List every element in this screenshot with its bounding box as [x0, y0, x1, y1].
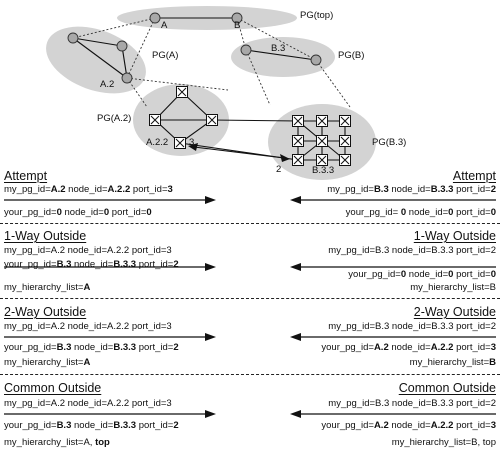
oneway-arrow-left [290, 263, 496, 271]
pg-a-ellipse [46, 26, 146, 94]
node-b3 [310, 54, 322, 66]
separator-1 [0, 223, 500, 224]
label-pg-a2: PG(A.2) [97, 113, 132, 124]
switch-b35 [292, 135, 304, 147]
stage-attempt-title-left: Attempt [4, 169, 48, 183]
hierarchy-links [72, 17, 351, 108]
separator-2 [0, 298, 500, 299]
twoway-left-your-ids: your_pg_id=B.3 node_id=B.3.3 port_id=2 [4, 342, 179, 353]
label-node-a: A [161, 20, 168, 31]
oneway-arrow-right [4, 263, 216, 271]
label-pg-top: PG(top) [300, 10, 334, 21]
switch-b39 [339, 154, 351, 166]
twoway-right-your-ids: your_pg_id=A.2 node_id=A.2.2 port_id=3 [321, 342, 496, 353]
oneway-right-my-ids: my_pg_id=B.3 node_id=B.3.3 port_id=2 [328, 245, 496, 256]
label-pg-b3: PG(B.3) [372, 137, 407, 148]
oneway-left-my-ids: my_pg_id=A.2 node_id=A.2.2 port_id=3 [4, 245, 172, 256]
twoway-left-hierarchy: my_hierarchy_list=A [4, 357, 91, 368]
twoway-right-my-ids: my_pg_id=B.3 node_id=B.3.3 port_id=2 [328, 321, 496, 332]
stage-common-title-left: Common Outside [4, 381, 102, 395]
node-b1 [240, 44, 252, 56]
label-node-a22: A.2.2 [146, 137, 169, 148]
twoway-arrow-right [4, 333, 216, 341]
switch-b38 [316, 154, 328, 166]
attempt-arrow-right [4, 196, 216, 204]
logical-nodes [67, 12, 322, 84]
switch-a23 [149, 114, 161, 126]
node-a1 [67, 32, 79, 44]
oneway-left-hierarchy: my_hierarchy_list=A [4, 282, 91, 293]
node-b [231, 12, 243, 24]
switch-b32 [316, 115, 328, 127]
stage-common-title-right: Common Outside [398, 381, 496, 395]
attempt-left-your-ids: your_pg_id=0 node_id=0 port_id=0 [4, 207, 152, 218]
switch-a24 [206, 114, 218, 126]
common-right-my-ids: my_pg_id=B.3 node_id=B.3.3 port_id=2 [328, 398, 496, 409]
stage-2way-title-right: 2-Way Outside [413, 305, 496, 319]
label-node-b3: B.3 [271, 43, 286, 54]
network-topology [46, 6, 376, 180]
switch-b37 [339, 135, 351, 147]
common-left-my-ids: my_pg_id=A.2 node_id=A.2.2 port_id=3 [4, 398, 172, 409]
switch-nodes [149, 86, 351, 166]
switch-a21 [176, 86, 188, 98]
label-pg-b: PG(B) [338, 50, 365, 61]
stage-1way-title-left: 1-Way Outside [4, 229, 87, 243]
common-arrow-left [290, 410, 496, 418]
oneway-right-your-ids: your_pg_id=0 node_id=0 port_id=0 [348, 269, 496, 280]
switch-b36 [316, 135, 328, 147]
common-left-hierarchy: my_hierarchy_list=A, top [4, 437, 110, 448]
label-node-b: B [234, 20, 241, 31]
twoway-left-my-ids: my_pg_id=A.2 node_id=A.2.2 port_id=3 [4, 321, 172, 332]
node-a2 [121, 72, 133, 84]
twoway-right-hierarchy: my_hierarchy_list=B [409, 357, 496, 368]
label-port-2: 2 [276, 164, 282, 175]
oneway-left-your-ids: your_pg_id=B.3 node_id=B.3.3 port_id=2 [4, 259, 179, 270]
oneway-right-hierarchy: my_hierarchy_list=B [410, 282, 496, 293]
common-left-your-ids: your_pg_id=B.3 node_id=B.3.3 port_id=2 [4, 420, 179, 431]
hello-exchange-arrow [188, 143, 290, 162]
attempt-right-your-ids: your_pg_id= 0 node_id=0 port_id=0 [345, 207, 496, 218]
common-arrow-right [4, 410, 216, 418]
label-pg-a: PG(A) [152, 50, 179, 61]
stage-1way-title-right: 1-Way Outside [413, 229, 496, 243]
attempt-right-my-ids: my_pg_id=B.3 node_id=B.3.3 port_id=2 [327, 184, 496, 195]
node-a [149, 12, 161, 24]
stage-2way-title-left: 2-Way Outside [4, 305, 87, 319]
switch-b31 [292, 115, 304, 127]
label-node-b33: B.3.3 [312, 165, 335, 176]
attempt-left-my-ids: my_pg_id=A.2 node_id=A.2.2 port_id=3 [4, 184, 173, 195]
stage-attempt-title-right: Attempt [452, 169, 496, 183]
common-right-your-ids: your_pg_id=A.2 node_id=A.2.2 port_id=3 [321, 420, 496, 431]
node-a3 [116, 40, 128, 52]
label-port-3: 3 [189, 137, 195, 148]
common-right-hierarchy: my_hierarchy_list=B, top [391, 437, 496, 448]
switch-b33 [292, 154, 304, 166]
switch-b34 [339, 115, 351, 127]
attempt-arrow-left [290, 196, 496, 204]
label-node-a2: A.2 [100, 79, 115, 90]
switch-a22 [174, 137, 186, 149]
separator-3 [0, 374, 500, 375]
pg-b-ellipse [231, 37, 335, 77]
twoway-arrow-left [290, 333, 496, 341]
